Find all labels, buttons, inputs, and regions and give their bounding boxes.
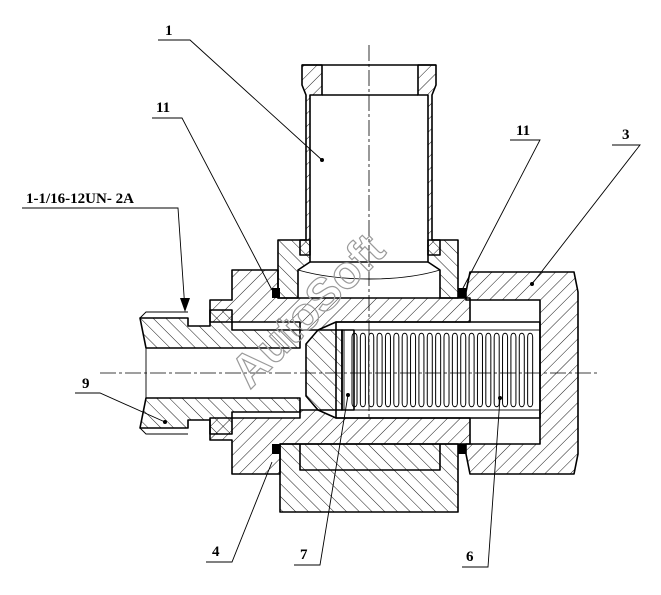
center-lines xyxy=(100,45,600,420)
spring-coil xyxy=(426,332,433,408)
spring-coil xyxy=(518,332,525,408)
seal-bottom-right xyxy=(458,444,466,454)
spring-coil xyxy=(502,332,509,408)
spring-coil xyxy=(510,332,517,408)
callouts: 1 11 11 3 1-1/16-12UN- 2A 9 4 7 6 xyxy=(22,23,641,568)
spring-coil xyxy=(351,332,358,408)
spring-coil xyxy=(460,332,467,408)
spring-coil xyxy=(468,332,475,408)
spring-coil xyxy=(485,332,492,408)
spring-coil xyxy=(393,332,400,408)
spring-coil xyxy=(376,332,383,408)
spring-coil xyxy=(418,332,425,408)
seal-left xyxy=(272,288,280,298)
spring-coil xyxy=(443,332,450,408)
callout-11-right: 11 xyxy=(516,123,530,139)
seal-bottom-left xyxy=(272,444,280,454)
callout-1: 1 xyxy=(165,23,173,39)
spring-coil xyxy=(435,332,442,408)
thread-callout: 1-1/16-12UN- 2A xyxy=(26,191,134,207)
callout-11-left: 11 xyxy=(156,100,170,116)
spring-coil xyxy=(410,332,417,408)
spring-coil xyxy=(384,332,391,408)
callout-6: 6 xyxy=(466,549,474,565)
part-6-spring xyxy=(351,332,534,408)
part-4-poppet xyxy=(305,329,355,411)
spring-chamber xyxy=(335,321,541,419)
part-9-adapter xyxy=(139,309,301,435)
callout-4: 4 xyxy=(212,544,220,560)
seal-rings xyxy=(272,288,466,454)
spring-coil xyxy=(476,332,483,408)
callout-3: 3 xyxy=(622,127,630,143)
spring-coil xyxy=(368,332,375,408)
seal-right xyxy=(458,288,466,298)
spring-coil xyxy=(401,332,408,408)
callout-9: 9 xyxy=(82,376,90,392)
callout-7: 7 xyxy=(300,547,308,563)
spring-coil xyxy=(359,332,366,408)
spring-coil xyxy=(493,332,500,408)
spring-coil xyxy=(451,332,458,408)
spring-coil xyxy=(527,332,534,408)
